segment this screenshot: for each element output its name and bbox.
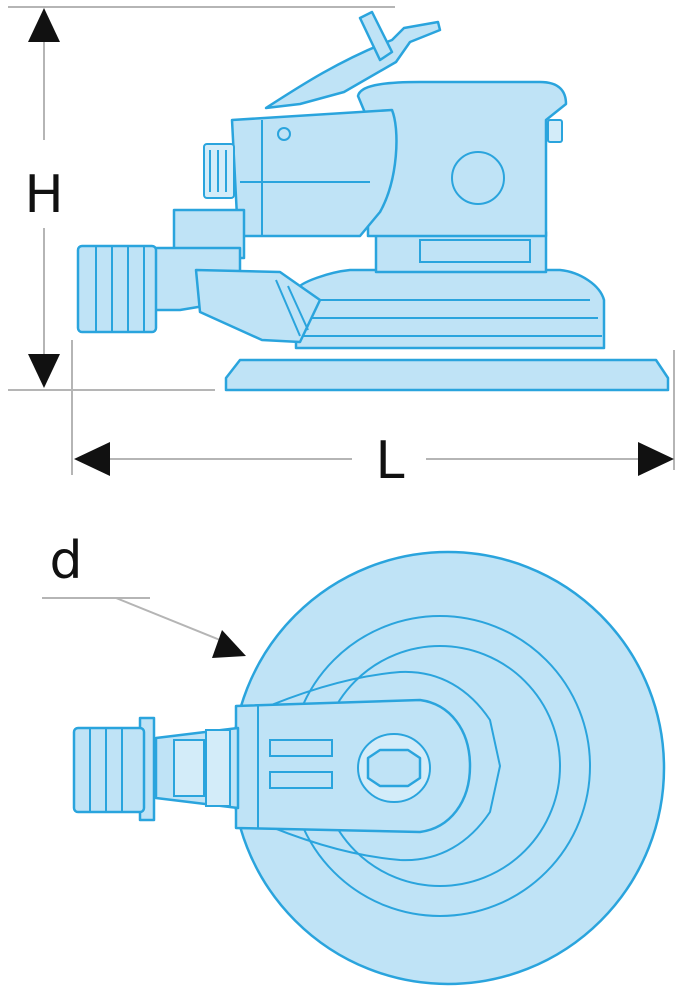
height-dimension: H	[8, 6, 395, 391]
sander-side-body	[76, 10, 670, 392]
handle-top	[234, 698, 472, 834]
height-arrow-down-icon	[28, 354, 60, 388]
housing-top-outline	[249, 670, 502, 862]
diameter-leader-diagonal	[115, 597, 221, 641]
exhaust-knob	[547, 119, 563, 143]
length-arrow-right-icon	[638, 442, 674, 476]
lever-lock	[358, 10, 394, 62]
inlet-nut-top	[205, 729, 231, 807]
inlet-collar-top	[173, 739, 205, 797]
diameter-dimension: d	[42, 531, 246, 658]
pad-backing-side	[294, 268, 606, 350]
air-inlet-fitting-top	[72, 726, 146, 814]
handle-body-side	[230, 108, 398, 238]
diameter-arrow-icon	[212, 630, 246, 658]
top-view: d	[42, 531, 666, 986]
air-inlet-fitting	[76, 244, 158, 334]
motor-housing-side	[356, 80, 568, 238]
screw-icon	[277, 127, 291, 141]
length-arrow-left-icon	[74, 442, 110, 476]
height-label: H	[24, 165, 63, 225]
motor-neck	[374, 230, 548, 274]
sander-top-body	[72, 550, 666, 986]
dust-elbow	[194, 268, 322, 344]
length-label: L	[376, 431, 405, 491]
sanding-pad-side	[224, 358, 670, 392]
throttle-lever	[264, 20, 442, 110]
height-arrow-up-icon	[28, 8, 60, 42]
diameter-label: d	[49, 531, 82, 591]
lever-lock-top	[366, 748, 422, 788]
housing-cap	[451, 151, 505, 205]
length-dimension: L	[71, 340, 675, 491]
side-view: H L	[8, 6, 675, 491]
